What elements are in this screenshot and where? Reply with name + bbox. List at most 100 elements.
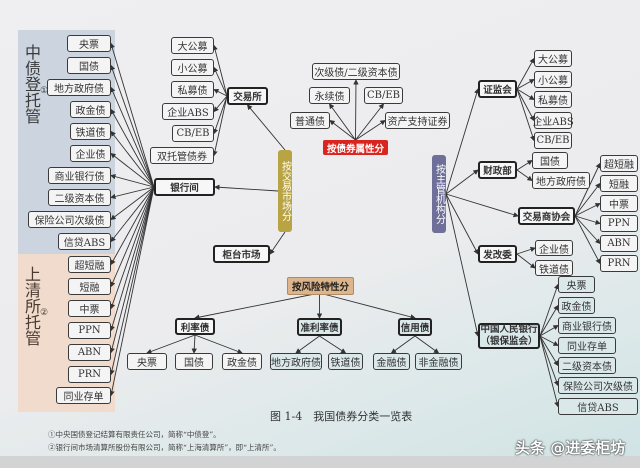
interbank-bond-node: 央票: [67, 35, 111, 52]
connector-arrow: [212, 95, 228, 135]
otc-market-node: 柜台市场: [213, 245, 270, 263]
interbank-market-node: 银行间: [154, 178, 215, 196]
mof-bond-node: 国债: [532, 152, 568, 169]
ndrc-bond-node: 企业债: [535, 240, 573, 256]
by-risk-root: 按风险特性分: [287, 277, 354, 295]
connector-arrow: [353, 79, 359, 141]
credit-bond-node: 信用债: [398, 318, 432, 336]
exchange-bond-node: 大公募: [171, 37, 214, 54]
nafmii-bond-node: PRN: [600, 255, 638, 272]
by-market-root: 按交易市场分: [278, 150, 292, 232]
shclearing-name: 上清所: [22, 266, 41, 314]
interbank-bond-node: ABN: [68, 344, 111, 361]
shclearing-custody-suffix: 托管: [22, 314, 41, 346]
connector-arrow: [355, 103, 385, 141]
cdc-custody-label: 中债登 ① 托管: [22, 44, 48, 124]
exchange-bond-node: 双托管债券: [150, 147, 214, 164]
csrc-bond-node: 企业ABS: [532, 112, 574, 129]
pboc-bond-node: 央票: [558, 276, 595, 293]
interbank-bond-node: 铁道债: [70, 123, 111, 140]
rate-bond-leaf: 国债: [175, 353, 213, 370]
connector-arrow: [109, 186, 155, 332]
pboc-node: 中国人民银行（银保监会）: [478, 323, 540, 349]
connector-arrow: [414, 335, 440, 354]
mof-node: 财政部: [478, 161, 517, 179]
csrc-bond-node: 小公募: [534, 71, 572, 88]
interbank-bond-node: 保险公司次级债: [28, 211, 111, 228]
exchange-market-node: 交易所: [227, 87, 268, 105]
exchange-bond-node: CB/EB: [172, 125, 214, 142]
exchange-bond-node: 小公募: [171, 59, 214, 76]
connector-arrow: [445, 88, 480, 195]
connector-arrow: [539, 335, 560, 408]
attribute-bond-node: 次级债/二级资本债: [312, 63, 400, 80]
connector-arrow: [539, 304, 559, 337]
connector-arrow: [445, 169, 479, 195]
connector-arrow: [539, 335, 559, 346]
pboc-bond-node: 保险公司次级债: [558, 377, 638, 394]
page-bottom-edge: [0, 456, 640, 468]
quasi-rate-bond-node: 准利率债: [297, 318, 342, 336]
figure-caption: 图 1-4 我国债券分类一览表: [270, 410, 413, 423]
interbank-bond-node: 商业银行债: [48, 167, 111, 184]
pboc-bond-node: 二级资本债: [558, 357, 616, 374]
pboc-bond-node: 政金债: [558, 297, 595, 314]
connector-arrow: [445, 193, 479, 255]
quasi-rate-bond-leaf: 铁道债: [328, 353, 363, 370]
connector-arrow: [390, 335, 416, 354]
connector-arrow: [213, 95, 228, 113]
interbank-bond-node: PPN: [68, 322, 111, 339]
ndrc-bond-node: 铁道债: [535, 260, 573, 276]
rate-bond-leaf: 央票: [127, 353, 167, 370]
interbank-bond-node: 同业存单: [56, 387, 111, 404]
connector-arrow: [355, 120, 386, 141]
connector-arrow: [516, 88, 535, 100]
by-regulator-root: 按主管机构分: [432, 155, 446, 233]
connector-arrow: [319, 335, 347, 354]
connector-arrow: [516, 253, 536, 269]
connector-arrow: [194, 334, 243, 354]
csrc-bond-node: 私募债: [534, 91, 572, 108]
exchange-bond-node: 私募债: [171, 81, 214, 98]
connector-arrow: [194, 292, 320, 320]
connector-arrow: [109, 186, 155, 354]
footnote-mark-1: ①: [40, 86, 49, 96]
connector-arrow: [246, 104, 286, 151]
connector-arrow: [539, 283, 560, 337]
attribute-bond-node: 资产支持证券: [385, 112, 450, 129]
connector-arrow: [110, 186, 155, 288]
connector-arrow: [516, 169, 533, 182]
rate-bond-node: 利率债: [175, 318, 215, 335]
footnote-mark-2: ②: [40, 308, 49, 318]
pboc-label: 中国人民银行: [480, 324, 538, 335]
connector-arrow: [445, 193, 480, 337]
connector-arrow: [212, 44, 228, 97]
connector-arrow: [110, 174, 155, 188]
interbank-bond-node: 二级资本债: [48, 189, 111, 206]
nafmii-node: 交易商协会: [518, 207, 575, 225]
csrc-bond-node: 大公募: [534, 50, 572, 67]
connector-arrow: [213, 66, 228, 97]
connector-arrow: [539, 335, 559, 387]
by-attribute-root: 按债券属性分: [323, 140, 388, 155]
connector-arrow: [319, 292, 416, 320]
connector-arrow: [516, 246, 536, 255]
connector-arrow: [269, 231, 286, 255]
connector-arrow: [329, 119, 356, 141]
connector-arrow: [212, 95, 228, 157]
nafmii-bond-node: PPN: [600, 215, 638, 232]
connector-arrow: [110, 186, 155, 221]
attribute-bond-node: CB/EB: [364, 87, 403, 104]
connector-arrow: [109, 186, 155, 376]
connector-arrow: [213, 89, 228, 97]
connector-arrow: [574, 215, 601, 225]
credit-bond-leaf: 金融债: [373, 353, 410, 370]
nafmii-bond-node: 中票: [600, 195, 638, 212]
csrc-node: 证监会: [478, 80, 517, 98]
connector-arrow: [539, 335, 559, 367]
connector-arrow: [574, 215, 601, 265]
interbank-bond-node: 中票: [68, 300, 111, 317]
ndrc-node: 发改委: [478, 245, 517, 263]
nafmii-bond-node: ABN: [600, 235, 638, 252]
connector-arrow: [214, 184, 279, 192]
